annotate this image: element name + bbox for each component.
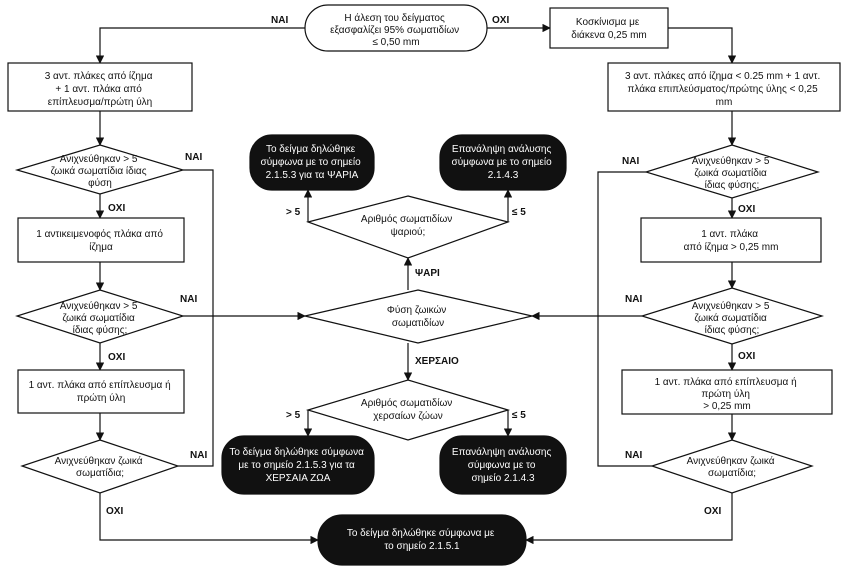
fish-declared-terminal	[249, 134, 375, 191]
land-repeat-text: Επανάληψη ανάλυσης σύμφωνα με το σημείο …	[452, 446, 554, 484]
right-box2-text: 1 αντ. πλάκα από ίζημα > 0,25 mm	[684, 228, 779, 253]
connector-right-q3-final	[525, 493, 733, 545]
sieve-text: Κοσκίνισμα με διάκενα 0,25 mm	[571, 16, 647, 41]
right-plates-box	[607, 62, 841, 112]
label-yes-right-q1: ΝΑΙ	[622, 156, 639, 167]
land-declared-terminal	[221, 435, 375, 495]
right-plates-text: 3 αντ. πλάκες από ίζημα < 0.25 mm + 1 αν…	[625, 70, 823, 108]
label-land-gt5: > 5	[286, 410, 301, 421]
branch-labels: ΝΑΙ ΟΧΙ ΝΑΙ ΟΧΙ ΝΑΙ ΟΧΙ ΝΑΙ ΟΧΙ ΝΑΙ ΟΧΙ …	[106, 15, 755, 517]
left-q2-diamond	[15, 289, 185, 344]
label-land: ΧΕΡΣΑΙΟ	[415, 356, 459, 367]
right-q2-diamond	[639, 287, 825, 345]
sieve-box	[549, 7, 669, 49]
label-yes-left-q1: ΝΑΙ	[185, 152, 202, 163]
right-q1-text: Ανιχνεύθηκαν > 5 ζωικά σωματίδια ίδιας φ…	[692, 155, 772, 191]
label-no-left-q2: ΟΧΙ	[108, 352, 125, 363]
right-q3-text: Ανιχνεύθηκαν ζωικά σωματίδια;	[687, 455, 778, 479]
left-box2	[17, 217, 185, 263]
connector-start-left	[95, 27, 305, 64]
label-fish-le5: ≤ 5	[512, 207, 526, 218]
center-diamond	[304, 289, 533, 344]
label-no-right-q2: ΟΧΙ	[738, 351, 755, 362]
fish-question-diamond	[305, 195, 511, 259]
right-box3-text: 1 αντ. πλάκα από επίπλευσμα ή πρώτη ύλη …	[655, 376, 800, 412]
fish-repeat-terminal	[439, 134, 567, 191]
left-box3-text: 1 αντ. πλάκα από επίπλευσμα ή πρώτη ύλη	[29, 379, 174, 404]
right-q1-diamond	[643, 144, 821, 199]
left-q1-text: Ανιχνεύθηκαν > 5 ζωικά σωματίδια ίδιας φ…	[51, 153, 150, 189]
connector-right-bus-bottom	[597, 316, 652, 467]
final-terminal	[317, 514, 527, 566]
fish-question-text: Αριθμός σωματιδίων ψαριού;	[361, 213, 455, 238]
left-q1-diamond	[14, 144, 186, 195]
connector-left-q3-final	[99, 493, 319, 545]
label-yes-start: ΝΑΙ	[271, 15, 288, 26]
label-fish-gt5: > 5	[286, 207, 301, 218]
fish-repeat-text: Επανάληψη ανάλυσης σύμφωνα με το σημείο …	[452, 143, 555, 181]
label-yes-left-q2: ΝΑΙ	[180, 294, 197, 305]
label-no-left-q3: ΟΧΙ	[106, 506, 123, 517]
left-q3-diamond	[20, 439, 180, 494]
label-land-le5: ≤ 5	[512, 410, 526, 421]
final-text: Το δείγμα δηλώθηκε σύμφωνα με το σημείο …	[347, 527, 497, 552]
fish-declared-text: Το δείγμα δηλώθηκε σύμφωνα με το σημείο …	[261, 143, 364, 181]
label-yes-left-q3: ΝΑΙ	[190, 450, 207, 461]
label-no-right-q1: ΟΧΙ	[738, 204, 755, 215]
label-yes-right-q2: ΝΑΙ	[625, 294, 642, 305]
start-terminator	[304, 4, 488, 52]
left-box3	[17, 369, 185, 414]
label-yes-right-q3: ΝΑΙ	[625, 450, 642, 461]
start-text: Η άλεση του δείγματος εξασφαλίζει 95% σω…	[330, 12, 462, 48]
label-fish: ΨΑΡΙ	[415, 268, 440, 279]
left-box2-text: 1 αντικειμενοφός πλάκα από ίζημα	[36, 228, 165, 253]
connector-right-bus-top	[597, 171, 646, 316]
land-repeat-terminal	[439, 435, 567, 495]
land-question-text: Αριθμός σωματιδίων χερσαίων ζώων	[361, 397, 455, 422]
label-no-right-q3: ΟΧΙ	[704, 506, 721, 517]
right-q2-text: Ανιχνεύθηκαν > 5 ζωικά σωματίδια ίδιας φ…	[692, 300, 772, 336]
connector-left-bus-bottom	[178, 316, 214, 467]
label-no-start: ΟΧΙ	[492, 15, 509, 26]
land-question-diamond	[305, 379, 511, 441]
center-text: Φύση ζωικών σωματιδίων	[387, 304, 449, 329]
label-no-left-q1: ΟΧΙ	[108, 203, 125, 214]
left-q3-text: Ανιχνεύθηκαν ζωικά σωματίδια;	[55, 455, 146, 479]
connectors	[95, 23, 737, 545]
land-declared-text: Το δείγμα δηλώθηκε σύμφωνα με το σημείο …	[229, 446, 366, 484]
connector-left-bus-top	[183, 169, 214, 316]
left-q2-text: Ανιχνεύθηκαν > 5 ζωικά σωματίδια ίδιας φ…	[60, 300, 140, 336]
shapes	[7, 4, 841, 566]
node-text: Η άλεση του δείγματος εξασφαλίζει 95% σω…	[29, 12, 823, 552]
connector-sieve-right	[668, 27, 737, 64]
left-plates-box	[7, 62, 193, 112]
right-box2	[640, 217, 822, 263]
left-plates-text: 3 αντ. πλάκες από ίζημα + 1 αντ. πλάκα α…	[45, 70, 156, 108]
right-q3-diamond	[650, 439, 814, 494]
right-box3	[621, 369, 833, 415]
